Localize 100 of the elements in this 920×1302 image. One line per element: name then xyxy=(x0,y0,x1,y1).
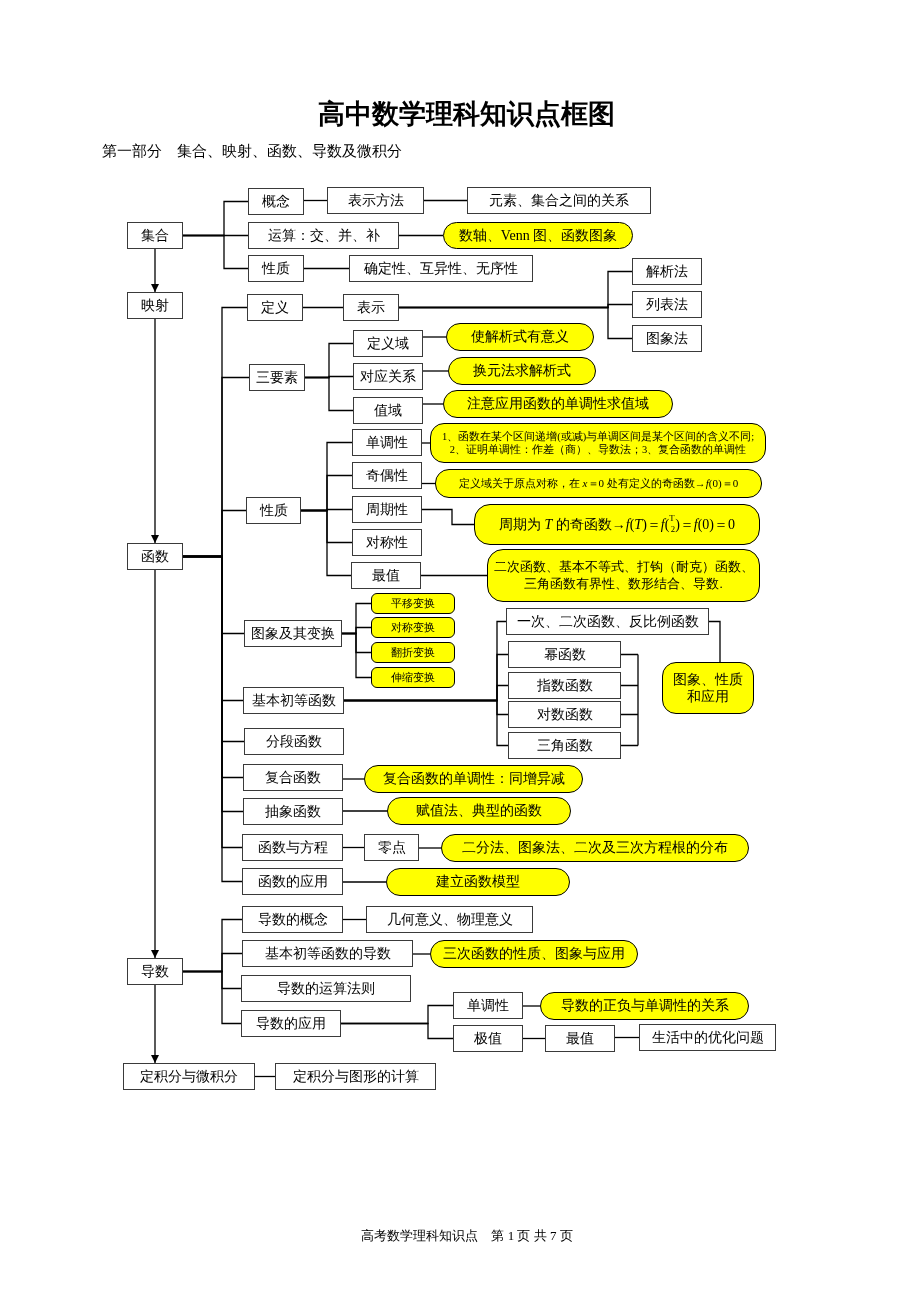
topic-box xyxy=(632,325,702,352)
connector-line xyxy=(420,574,488,577)
topic-box xyxy=(506,608,709,635)
note-text: 图象、性质和应用 xyxy=(672,670,744,706)
topic-label: 列表法 xyxy=(646,295,688,314)
topic-box xyxy=(241,1010,341,1037)
connector-line xyxy=(614,1036,640,1039)
note-text: 赋值法、典型的函数 xyxy=(416,802,542,820)
topic-box xyxy=(632,291,702,318)
topic-label: 定积分与图形的计算 xyxy=(292,1067,419,1086)
connector-line xyxy=(343,699,509,747)
topic-label: 极值 xyxy=(474,1029,502,1048)
topic-box xyxy=(352,529,422,556)
topic-label: 性质 xyxy=(262,259,290,278)
topic-box xyxy=(246,497,301,524)
note-text: 导数的正负与单调性的关系 xyxy=(560,997,729,1015)
note-bubble xyxy=(371,642,455,663)
connector-line xyxy=(422,336,447,338)
note-text: 换元法求解析式 xyxy=(473,362,571,380)
note-text: 复合函数的单调性：同增异减 xyxy=(382,770,565,788)
note-text: 三次函数的性质、图象与应用 xyxy=(443,945,625,963)
arrow xyxy=(151,248,159,293)
topic-label: 三要素 xyxy=(256,368,298,387)
connector-line xyxy=(421,508,475,526)
topic-label: 复合函数 xyxy=(265,768,321,787)
topic-label: 周期性 xyxy=(366,500,408,519)
topic-box xyxy=(242,868,343,895)
note-bubble xyxy=(474,504,760,545)
topic-box xyxy=(632,258,702,285)
connector-line xyxy=(522,1037,546,1040)
connector-line xyxy=(342,810,388,812)
topic-label: 确定性、互异性、无序性 xyxy=(364,259,518,278)
note-text: 使解析式有意义 xyxy=(471,328,569,346)
topic-box xyxy=(327,187,424,214)
topic-box xyxy=(247,294,303,321)
note-bubble xyxy=(364,765,583,793)
connector-line xyxy=(342,881,387,883)
topic-label: 最值 xyxy=(566,1029,594,1048)
topic-label: 导数 xyxy=(141,962,169,981)
page-footer: 高考数学理科知识点 第 1 页 共 7 页 xyxy=(361,1228,573,1245)
topic-box xyxy=(508,732,621,759)
note-text: 注意应用函数的单调性求值域 xyxy=(467,395,649,413)
topic-box xyxy=(508,641,621,668)
topic-box xyxy=(244,620,342,647)
topic-box xyxy=(453,1025,523,1052)
topic-box xyxy=(364,834,419,861)
note-text: 对称变换 xyxy=(391,620,435,635)
note-bubble xyxy=(448,357,596,385)
topic-box xyxy=(249,364,305,391)
topic-label: 一次、二次函数、反比例函数 xyxy=(516,612,699,631)
topic-box xyxy=(123,1063,255,1090)
note-bubble xyxy=(386,868,570,896)
note-bubble xyxy=(446,323,594,351)
topic-label: 零点 xyxy=(377,838,406,857)
topic-box xyxy=(248,188,304,215)
topic-label: 映射 xyxy=(141,296,169,315)
connector-line xyxy=(254,1075,276,1078)
topic-box xyxy=(351,562,421,589)
topic-box xyxy=(127,222,183,249)
topic-box xyxy=(353,397,423,424)
topic-box xyxy=(453,992,523,1019)
note-bubble xyxy=(430,423,766,463)
note-text: 伸缩变换 xyxy=(391,670,435,685)
topic-box xyxy=(243,764,343,791)
note-bubble xyxy=(371,593,455,614)
topic-box xyxy=(353,330,423,357)
connector-line xyxy=(412,953,431,955)
topic-label: 表示 xyxy=(357,298,385,317)
topic-box xyxy=(241,975,411,1002)
topic-label: 表示方法 xyxy=(347,191,404,210)
connector-line xyxy=(304,376,354,412)
topic-label: 单调性 xyxy=(366,433,408,452)
topic-label: 三角函数 xyxy=(536,736,593,755)
topic-box xyxy=(248,222,399,249)
connector-line xyxy=(422,370,449,372)
topic-label: 导数的概念 xyxy=(257,910,328,929)
connector-line xyxy=(522,1005,541,1007)
note-bubble xyxy=(435,469,762,498)
connector-line xyxy=(708,620,721,663)
topic-label: 函数的应用 xyxy=(257,872,328,891)
topic-label: 最值 xyxy=(372,566,400,585)
topic-box xyxy=(243,687,344,714)
topic-label: 概念 xyxy=(262,192,290,211)
connector-line xyxy=(418,847,442,849)
topic-box xyxy=(127,958,183,985)
topic-label: 解析法 xyxy=(646,262,688,281)
topic-label: 单调性 xyxy=(467,996,509,1015)
note-text: 翻折变换 xyxy=(391,645,435,660)
topic-label: 生活中的优化问题 xyxy=(651,1028,764,1047)
connector-line xyxy=(421,442,431,444)
topic-label: 奇偶性 xyxy=(366,466,408,485)
topic-label: 指数函数 xyxy=(536,676,593,695)
connector-line xyxy=(340,1022,454,1040)
topic-box xyxy=(349,255,533,282)
topic-label: 定义 xyxy=(261,298,289,317)
connector-line xyxy=(422,403,444,405)
note-text: 二分法、图象法、二次及三次方程根的分布 xyxy=(462,839,728,857)
connector-line xyxy=(398,306,633,340)
connector-line xyxy=(303,267,350,270)
topic-box xyxy=(242,906,343,933)
